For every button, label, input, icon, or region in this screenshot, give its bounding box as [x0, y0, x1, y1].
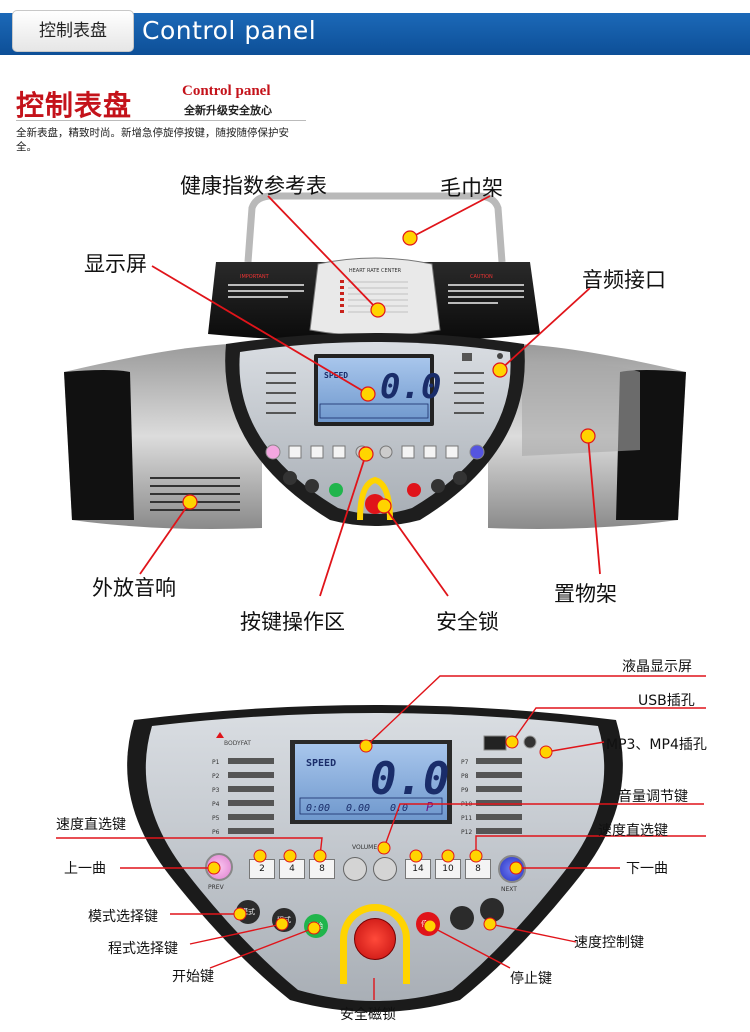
label-towel-rack: 毛巾架: [440, 176, 503, 200]
svg-text:P8: P8: [461, 773, 469, 780]
label-health-chart: 健康指数参考表: [180, 174, 327, 198]
label-storage-rack: 置物架: [554, 582, 617, 606]
svg-text:P2: P2: [212, 773, 220, 780]
safety-magnet-ring: [340, 904, 410, 984]
label-speed-select-left: 速度直选键: [56, 817, 126, 833]
mode-key[interactable]: 模式: [236, 900, 260, 924]
svg-text:P7: P7: [461, 759, 469, 766]
heart-rate-title: HEART RATE CENTER: [349, 268, 402, 274]
svg-text:P: P: [426, 800, 434, 814]
svg-text:P5: P5: [212, 815, 220, 822]
next-track-caption: NEXT: [501, 886, 517, 893]
towel-rack-bar: [244, 192, 506, 263]
volume-up-button[interactable]: [373, 857, 397, 881]
left-wing-shadow: [64, 370, 134, 520]
label-volume-key: 音量调节键: [618, 789, 688, 805]
console-overview-illustration: HEART RATE CENTER IMPORTANT CAUTION SPEE…: [64, 192, 686, 597]
speed-key-right-8[interactable]: 8: [465, 859, 491, 879]
label-mode-select: 模式选择键: [88, 909, 158, 925]
intro-title-cn: 控制表盘: [16, 89, 133, 122]
svg-text:P3: P3: [212, 787, 220, 794]
program-key[interactable]: 程式: [272, 908, 296, 932]
label-safety-lock: 安全锁: [436, 610, 499, 634]
label-speed-select-right: 速度直选键: [598, 823, 668, 839]
label-display: 显示屏: [84, 252, 147, 276]
speed-up-key[interactable]: [480, 898, 504, 922]
safety-magnet-key[interactable]: [354, 918, 396, 960]
label-stop-key: 停止键: [510, 971, 552, 987]
label-program-select: 程式选择键: [108, 941, 178, 957]
svg-text:0.0: 0.0: [370, 754, 449, 805]
banner-title: Control panel: [142, 16, 317, 45]
key-next-track[interactable]: [498, 855, 526, 883]
console-face: [239, 342, 511, 514]
svg-text:P10: P10: [461, 801, 472, 808]
stop-key[interactable]: 停止: [416, 912, 440, 936]
svg-text:0.00: 0.00: [346, 803, 370, 814]
volume-caption: VOLUME: [352, 844, 378, 851]
svg-text:P1: P1: [212, 759, 220, 766]
label-mp3-port: MP3、MP4插孔: [606, 737, 707, 753]
label-speed-control: 速度控制键: [574, 935, 644, 951]
label-prev-track: 上一曲: [64, 861, 106, 877]
detail-lcd-screen: [295, 744, 447, 820]
svg-text:0.0: 0.0: [380, 367, 441, 407]
intro-description: 全新表盘，精致时尚。新增急停旋停按键，随按随停保护安全。: [16, 127, 289, 153]
caution-label: CAUTION: [470, 274, 493, 280]
label-start-key: 开始键: [172, 969, 214, 985]
speed-key-left-4[interactable]: 4: [279, 859, 305, 879]
speed-key-right-14[interactable]: 14: [405, 859, 431, 879]
important-label: IMPORTANT: [240, 274, 270, 280]
intro-divider: [16, 120, 306, 121]
svg-text:BODYFAT: BODYFAT: [224, 740, 251, 747]
svg-text:0:00: 0:00: [306, 803, 330, 814]
label-next-track: 下一曲: [626, 861, 668, 877]
label-safety-magnet: 安全磁锁: [340, 1007, 396, 1023]
svg-text:SPEED: SPEED: [306, 758, 336, 769]
prev-track-caption: PREV: [208, 884, 224, 891]
svg-text:P11: P11: [461, 815, 472, 822]
svg-text:P9: P9: [461, 787, 469, 794]
label-speaker: 外放音响: [92, 576, 176, 600]
tab-control-panel[interactable]: 控制表盘: [12, 10, 134, 52]
start-key[interactable]: 开始: [304, 914, 328, 938]
volume-down-button[interactable]: [343, 857, 367, 881]
svg-text:P12: P12: [461, 829, 472, 836]
label-audio-port: 音频接口: [582, 268, 666, 292]
speed-key-right-10[interactable]: 10: [435, 859, 461, 879]
label-usb-port: USB插孔: [638, 693, 695, 709]
speed-down-key[interactable]: [450, 906, 474, 930]
svg-text:P4: P4: [212, 801, 220, 808]
label-key-area: 按键操作区: [240, 610, 345, 634]
storage-tray: [522, 364, 640, 456]
intro-subtitle: 全新升级安全放心: [184, 104, 272, 117]
speed-key-left-8[interactable]: 8: [309, 859, 335, 879]
speed-key-left-2[interactable]: 2: [249, 859, 275, 879]
intro-title-en: Control panel: [182, 83, 271, 99]
key-prev-track[interactable]: [205, 853, 233, 881]
label-lcd-display: 液晶显示屏: [622, 659, 692, 675]
header-bar: 控制表盘 Control panel: [0, 0, 750, 66]
svg-text:0.0: 0.0: [390, 803, 408, 814]
svg-text:P6: P6: [212, 829, 220, 836]
